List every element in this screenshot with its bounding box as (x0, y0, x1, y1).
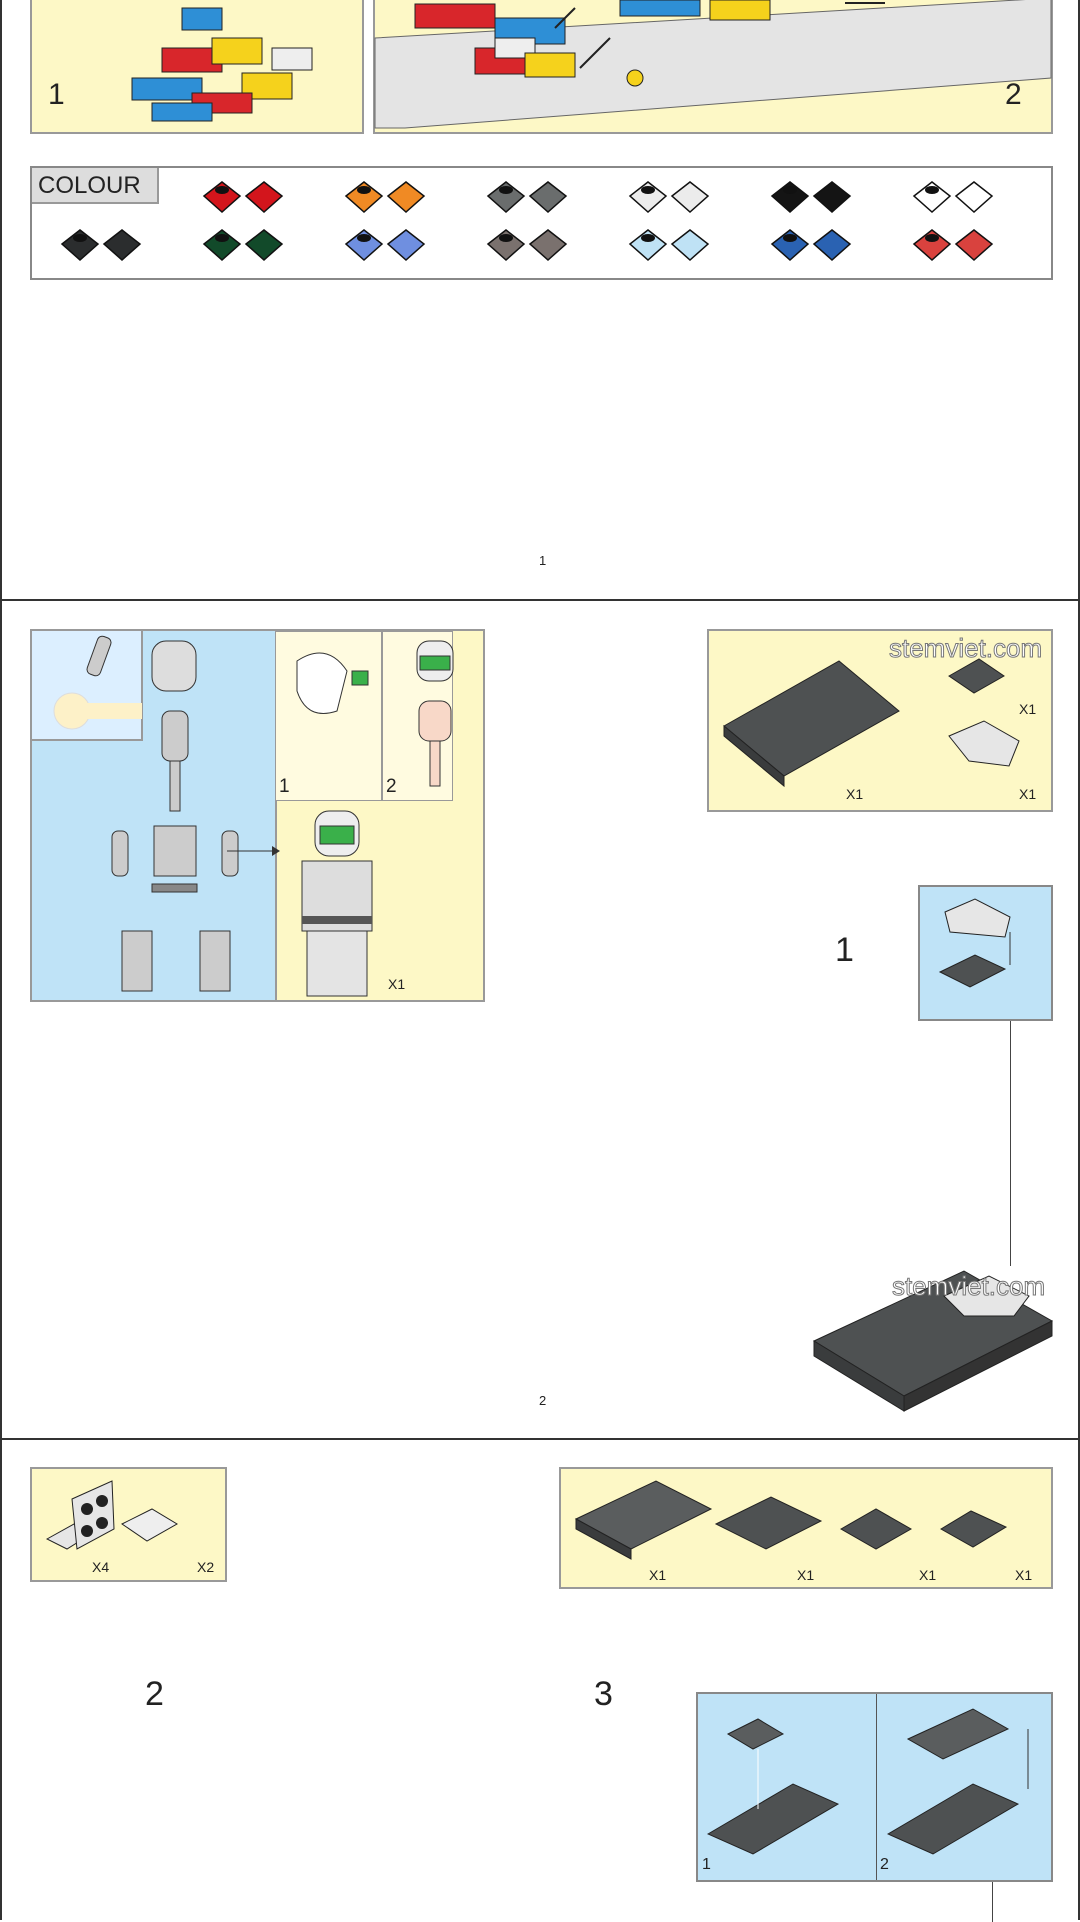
step-number: 2 (145, 1675, 164, 1713)
colour-swatch (202, 229, 284, 262)
sorting-panel-2: 2 (373, 0, 1053, 134)
page-number: 1 (539, 553, 547, 568)
sorted-bricks-illustration (374, 0, 1052, 129)
sub-step-label: 1 (279, 776, 290, 797)
connector-line (992, 1882, 993, 1922)
panel-label: 1 (48, 78, 65, 111)
loose-bricks-illustration (131, 7, 313, 122)
colour-chart: COLOUR (30, 166, 1053, 280)
colour-swatch (60, 229, 142, 262)
parts-illustration (723, 658, 1020, 788)
minifig-panel: 1 2 X1 (30, 629, 485, 1002)
colour-swatch (344, 229, 426, 262)
arm-detail-inset (32, 631, 143, 741)
connector-line (1010, 1021, 1011, 1266)
quantity-label: X1 (1015, 1567, 1033, 1583)
quantity-label: X1 (919, 1567, 937, 1583)
quantity-label: X1 (797, 1567, 815, 1583)
quantity-label: X4 (92, 1559, 110, 1575)
bracket-and-clip-illustration (45, 1480, 178, 1550)
colour-swatch (912, 181, 994, 214)
quantity-label: X1 (1019, 786, 1037, 802)
sorting-panel-1: 1 (30, 0, 364, 134)
colour-swatch (912, 229, 994, 262)
watermark: stemviet.com (888, 633, 1043, 664)
colour-swatch (344, 181, 426, 214)
page-divider (0, 599, 1080, 601)
colour-swatch (486, 181, 568, 214)
sub-step-label: 1 (702, 1856, 711, 1873)
colour-swatch (202, 181, 284, 214)
page-number: 2 (539, 1393, 547, 1408)
step-number: 3 (594, 1675, 613, 1713)
colour-swatch (628, 229, 710, 262)
panel-label: 2 (1005, 78, 1022, 111)
page-2: 1 2 X1 (0, 601, 1080, 1439)
colour-label: COLOUR (32, 168, 159, 204)
slope-on-clip-illustration (938, 898, 1011, 988)
step-1-subassembly (918, 885, 1053, 1021)
quantity-label: X2 (197, 1559, 215, 1575)
step-number: 1 (835, 931, 854, 969)
parts-list-small: X4 X2 (30, 1467, 227, 1582)
sub-step-label: 2 (386, 776, 397, 797)
colour-swatch (486, 229, 568, 262)
colour-swatch (770, 181, 852, 214)
parts-illustration (574, 1480, 1008, 1560)
page-1: 1 2 COLOUR 1 (0, 0, 1080, 601)
sub-step-label: 2 (880, 1856, 889, 1873)
tile-assembly-illustration (706, 1708, 1029, 1855)
quantity-label: X1 (1019, 701, 1037, 717)
quantity-label: X1 (649, 1567, 667, 1583)
quantity-label: X1 (388, 976, 406, 992)
parts-list-panel: stemviet.com X1 X1 X1 (707, 629, 1053, 812)
quantity-label: X1 (846, 786, 864, 802)
colour-swatch (770, 229, 852, 262)
step-3-subassembly: 1 2 (696, 1692, 1053, 1882)
colour-swatch (628, 181, 710, 214)
parts-list-large: X1 X1 X1 X1 (559, 1467, 1053, 1589)
page-3: X4 X2 X1 X1 X1 X1 2 3 1 2 (0, 1440, 1080, 1922)
minifig-assembly-illustration (53, 635, 454, 997)
page-divider (0, 1438, 1080, 1440)
assembled-plate-illustration (812, 1270, 1054, 1412)
watermark: stemviet.com (891, 1271, 1046, 1302)
